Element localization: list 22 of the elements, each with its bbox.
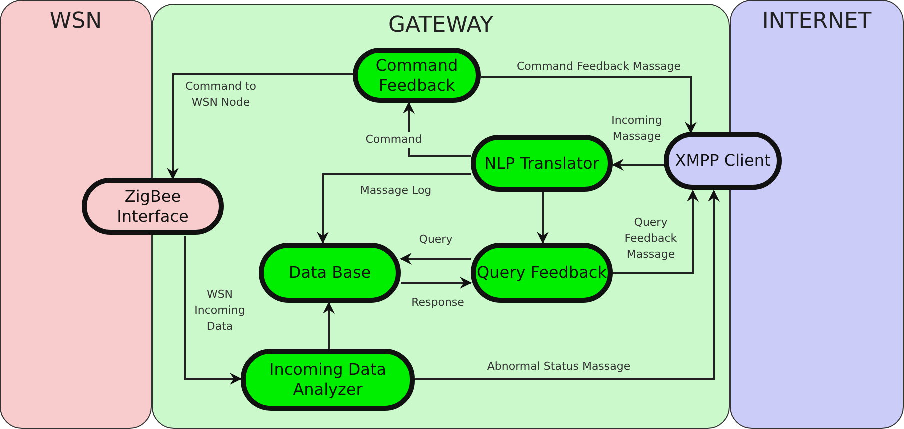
zone-title: WSN	[48, 9, 104, 34]
arrow	[400, 253, 471, 265]
arrow	[184, 236, 242, 385]
arrow	[401, 277, 472, 289]
process-box: Incoming Data Analyzer	[241, 349, 415, 411]
arrow	[403, 102, 471, 157]
process-box: NLP Translator	[471, 135, 613, 192]
zone-title: INTERNET	[761, 9, 873, 34]
arrow	[317, 173, 471, 244]
process-box: Query Feedback	[471, 243, 613, 303]
process-box: XMPP Client	[664, 132, 782, 190]
process-box: ZigBee Interface	[82, 178, 224, 235]
arrow	[323, 302, 335, 349]
arrow	[167, 73, 353, 180]
arrow	[481, 76, 697, 134]
process-box: Data Base	[259, 243, 401, 303]
arrow	[613, 190, 699, 274]
arrow	[612, 159, 665, 171]
arrow	[415, 190, 720, 380]
arrow	[537, 192, 549, 244]
zone-title: GATEWAY	[387, 13, 495, 38]
process-box: Command Feedback	[353, 48, 481, 103]
